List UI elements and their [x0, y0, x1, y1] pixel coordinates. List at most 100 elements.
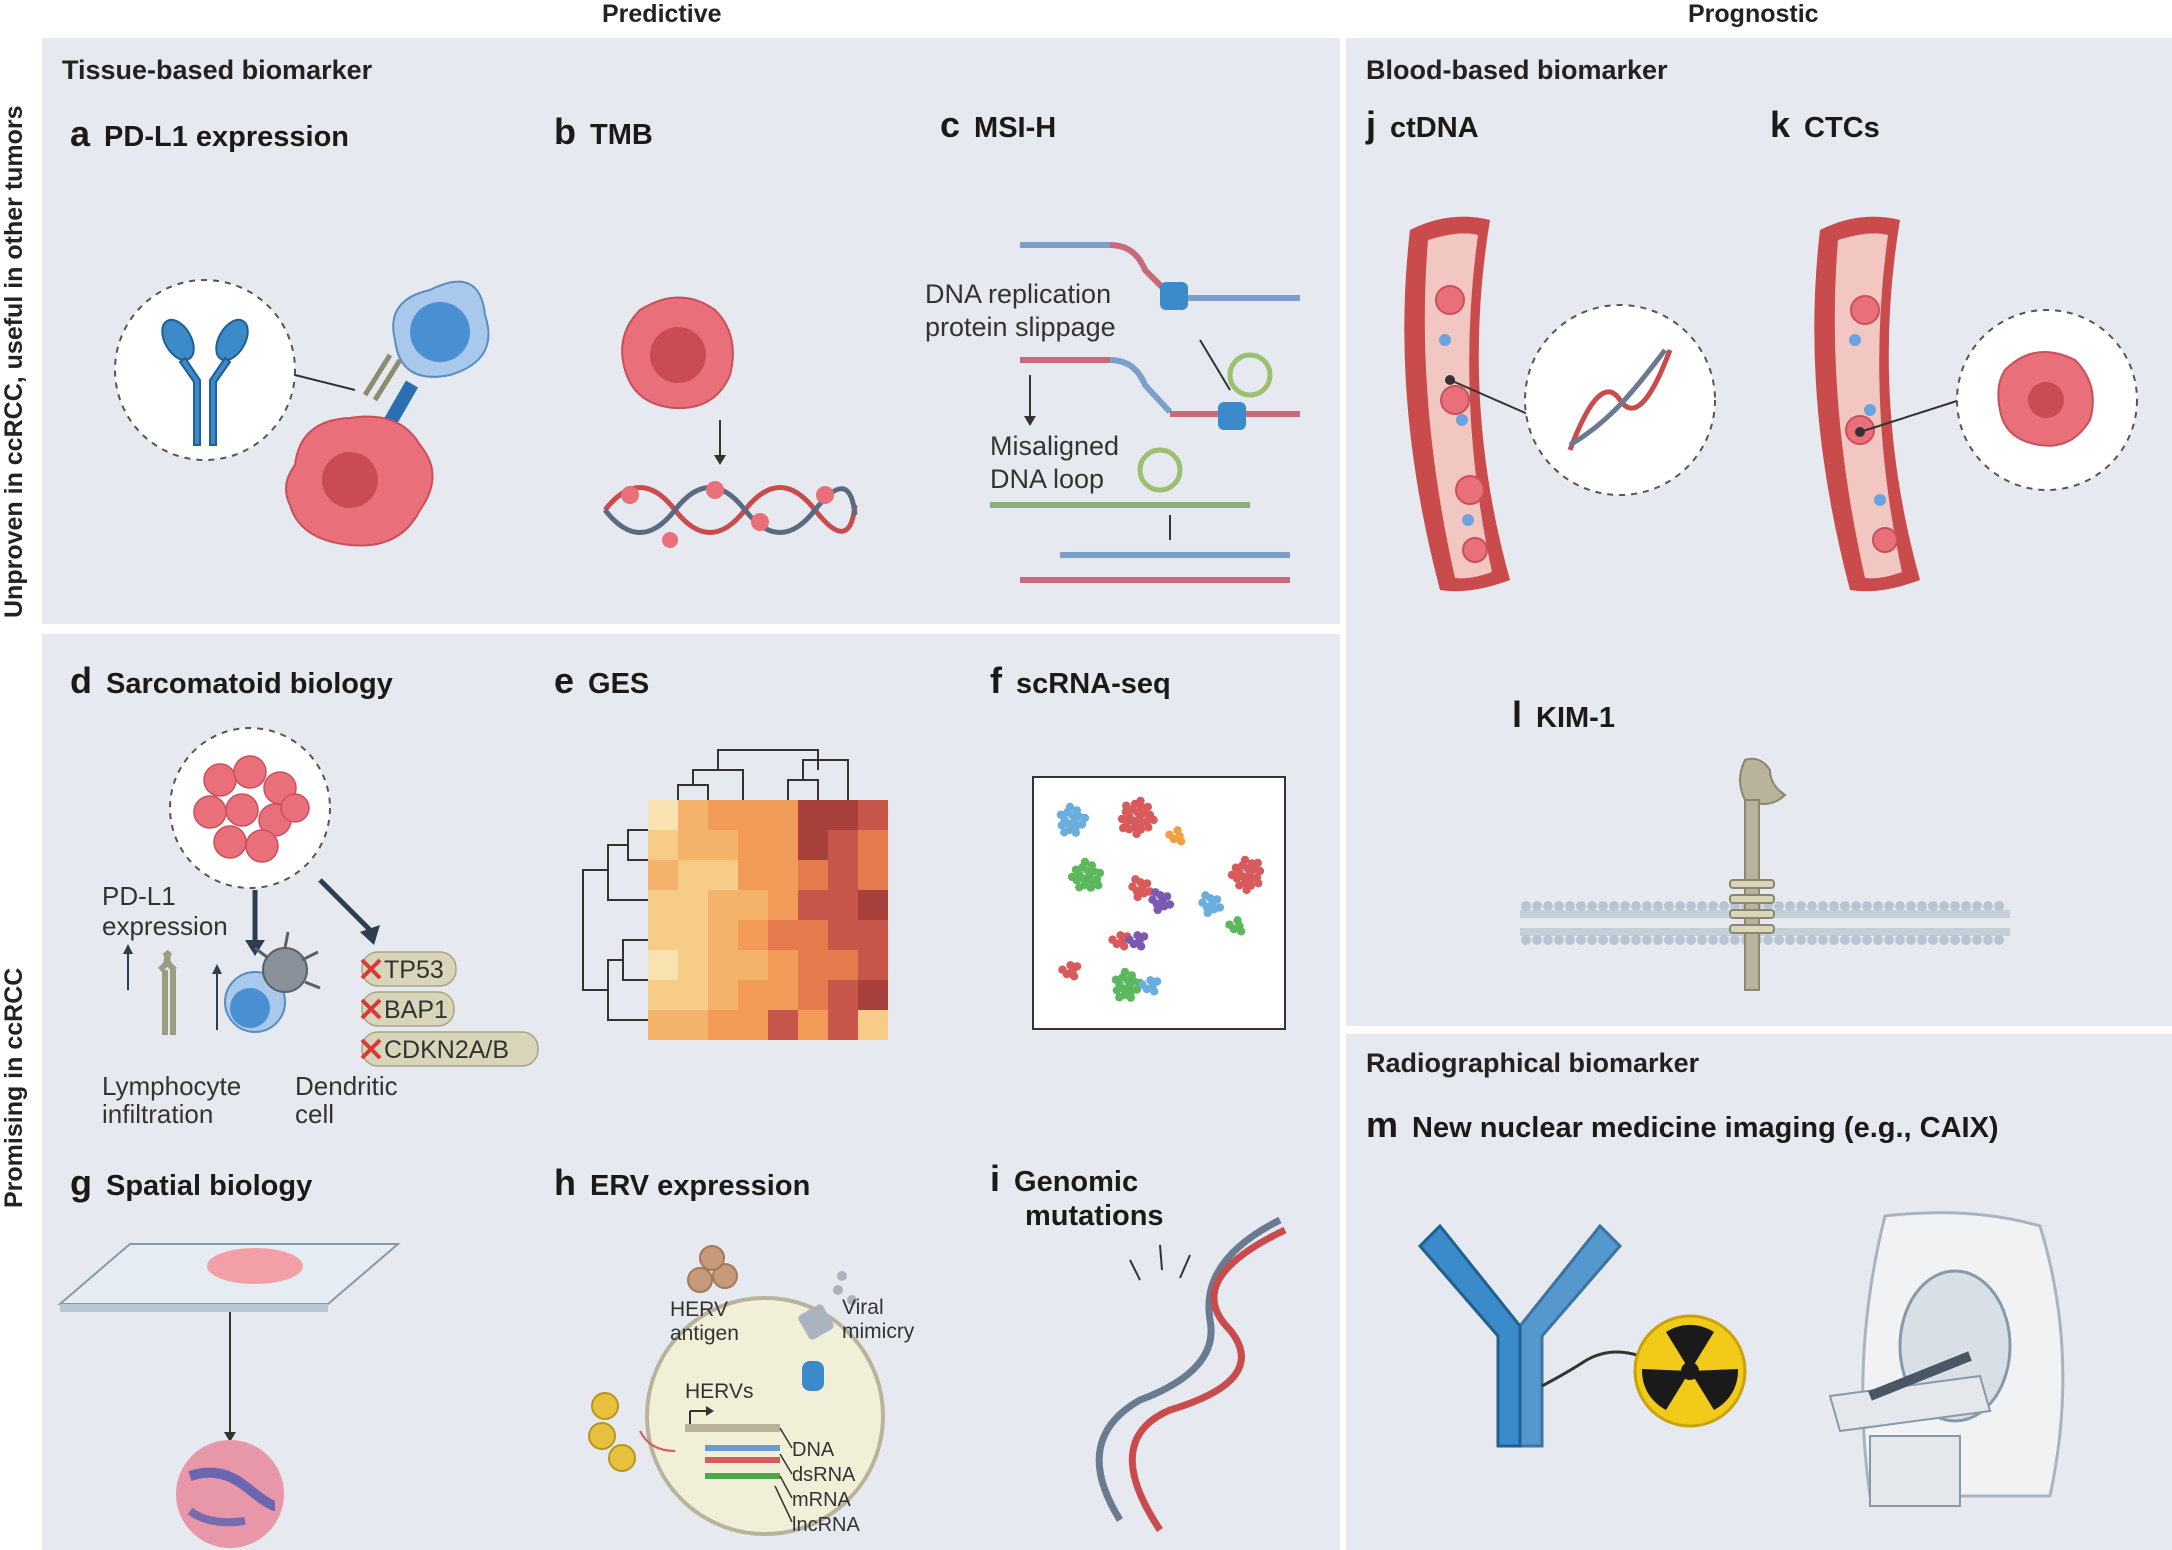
- heatmap-cell: [648, 950, 678, 980]
- heatmap-cell: [738, 950, 768, 980]
- umap-point: [1138, 980, 1147, 989]
- heatmap-cell: [648, 920, 678, 950]
- lipid-head: [1730, 935, 1740, 945]
- label-l-title: KIM-1: [1536, 702, 1615, 734]
- heatmap-cell: [798, 800, 828, 830]
- label-c-title: MSI-H: [974, 112, 1057, 144]
- umap-point: [1143, 802, 1152, 812]
- illustration-spatial: [57, 1243, 401, 1548]
- lipid-head: [1708, 935, 1718, 945]
- umap-point: [1057, 821, 1066, 830]
- lipid-head: [1686, 901, 1696, 911]
- label-a-title: PD-L1 expression: [104, 121, 350, 153]
- lipid-head: [1994, 901, 2004, 911]
- heatmap-cell: [708, 800, 738, 830]
- heatmap-cell: [858, 890, 888, 920]
- lipid-head: [1807, 935, 1817, 945]
- text-dna-replication: DNA replication: [925, 279, 1111, 309]
- column-header-predictive: Predictive: [602, 0, 722, 28]
- radiation-icon: [1633, 1314, 1747, 1428]
- lipid-head: [1917, 935, 1927, 945]
- heatmap-cell: [858, 1010, 888, 1040]
- section-blood-based: Blood-based biomarker: [1366, 55, 1668, 85]
- heatmap-cell: [708, 890, 738, 920]
- tumor-cell-icon: [621, 296, 734, 410]
- umap-point: [1120, 967, 1130, 977]
- lipid-head: [1697, 901, 1707, 911]
- umap-point: [1075, 883, 1084, 892]
- umap-point: [1069, 972, 1079, 981]
- lipid-head: [1532, 901, 1542, 911]
- umap-point: [1227, 870, 1237, 880]
- lipid-head: [1895, 935, 1905, 945]
- umap-point: [1122, 801, 1131, 810]
- heatmap-cell: [738, 800, 768, 830]
- umap-point: [1115, 993, 1124, 1002]
- lipid-head: [1796, 901, 1806, 911]
- umap-point: [1080, 857, 1090, 867]
- lipid-head: [1642, 901, 1652, 911]
- polymerase-icon-2: [1218, 402, 1246, 430]
- lipid-head: [1818, 935, 1828, 945]
- umap-point: [1148, 895, 1157, 904]
- umap-point: [1165, 900, 1175, 909]
- lipid-head: [1521, 901, 1531, 911]
- umap-point: [1215, 903, 1225, 912]
- umap-point: [1132, 985, 1142, 994]
- label-e-letter: e: [554, 660, 575, 701]
- umap-point: [1247, 859, 1256, 868]
- heatmap-cell: [798, 860, 828, 890]
- lipid-head: [1873, 935, 1883, 945]
- kim1-receptor-icon: [1729, 757, 1787, 991]
- text-misaligned: Misaligned: [990, 431, 1119, 461]
- gene-tp53: TP53: [384, 956, 444, 984]
- umap-point: [1133, 892, 1142, 902]
- heatmap-cell: [678, 830, 708, 860]
- lipid-head: [1521, 935, 1531, 945]
- lipid-head: [1961, 901, 1971, 911]
- umap-point: [1173, 826, 1182, 835]
- spatial-tissue-map-icon: [176, 1440, 284, 1548]
- lipid-head: [1906, 901, 1916, 911]
- heatmap-cell: [648, 890, 678, 920]
- lipid-head: [1664, 935, 1674, 945]
- umap-point: [1153, 905, 1162, 915]
- umap-point: [1142, 879, 1152, 888]
- lipid-head: [1796, 935, 1806, 945]
- heatmap-cell: [768, 1010, 798, 1040]
- heatmap-cell: [708, 980, 738, 1010]
- blood-cells: [1435, 285, 1488, 563]
- illustration-scrnaseq: [1032, 776, 1286, 1030]
- lipid-head: [1928, 935, 1938, 945]
- text-infiltration: infiltration: [102, 1099, 213, 1129]
- heatmap-cell: [828, 890, 858, 920]
- heatmap-cell: [828, 950, 858, 980]
- lipid-head: [1840, 935, 1850, 945]
- lipid-head: [1884, 901, 1894, 911]
- umap-point: [1077, 820, 1087, 829]
- heatmap-cells: [648, 800, 888, 1040]
- umap-point: [1094, 881, 1103, 890]
- illustration-genomic-mutations: [1095, 1216, 1287, 1532]
- text-expression: expression: [102, 911, 228, 941]
- umap-clusters: [1056, 796, 1265, 1002]
- lipid-head: [1818, 901, 1828, 911]
- label-k-letter: k: [1770, 104, 1791, 145]
- heatmap-cell: [858, 950, 888, 980]
- umap-point: [1056, 810, 1066, 819]
- umap-point: [1149, 815, 1158, 825]
- umap-point: [1136, 942, 1146, 951]
- heatmap-cell: [738, 920, 768, 950]
- lipid-head: [1576, 935, 1586, 945]
- umap-point: [1233, 916, 1242, 925]
- umap-point: [1139, 932, 1149, 941]
- heatmap-cell: [828, 920, 858, 950]
- umap-point: [1146, 976, 1155, 985]
- umap-point: [1165, 830, 1174, 839]
- heatmap-cell: [648, 1010, 678, 1040]
- antibody-icon: [161, 318, 249, 446]
- lipid-head: [1587, 901, 1597, 911]
